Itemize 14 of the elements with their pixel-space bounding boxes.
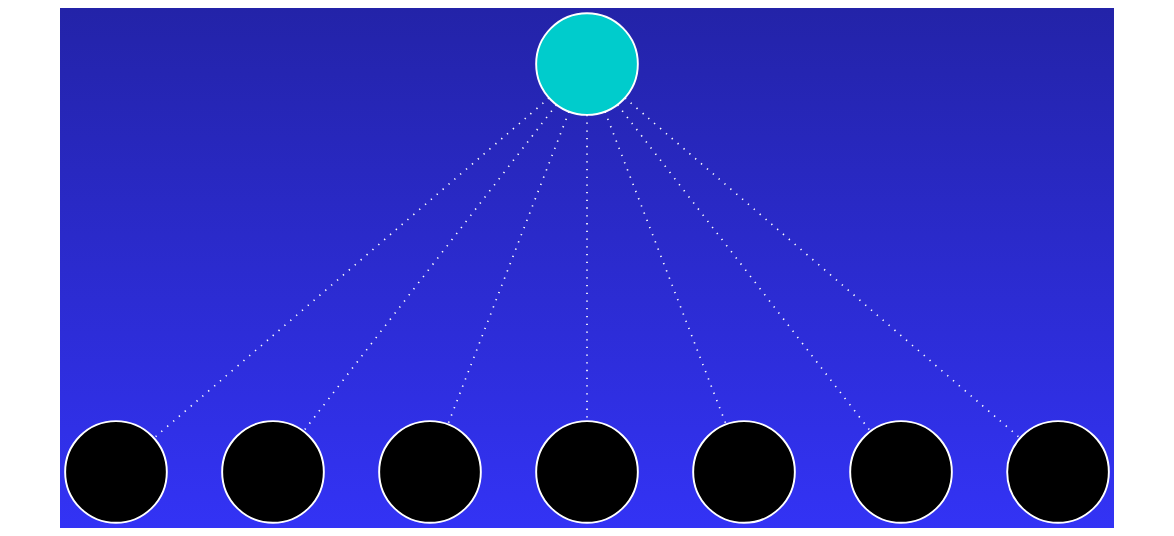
connector: [447, 110, 570, 425]
connector: [624, 97, 1021, 439]
connector: [604, 110, 727, 425]
node-circle: [378, 420, 482, 524]
node-circle: [64, 420, 168, 524]
node-circle: [221, 420, 325, 524]
connector: [153, 97, 550, 439]
node-circle: [692, 420, 796, 524]
connector: [616, 104, 872, 432]
node-circle: [1006, 420, 1110, 524]
node-circle: [535, 12, 639, 116]
connector: [302, 104, 558, 432]
node-circle: [535, 420, 639, 524]
node-circle: [849, 420, 953, 524]
